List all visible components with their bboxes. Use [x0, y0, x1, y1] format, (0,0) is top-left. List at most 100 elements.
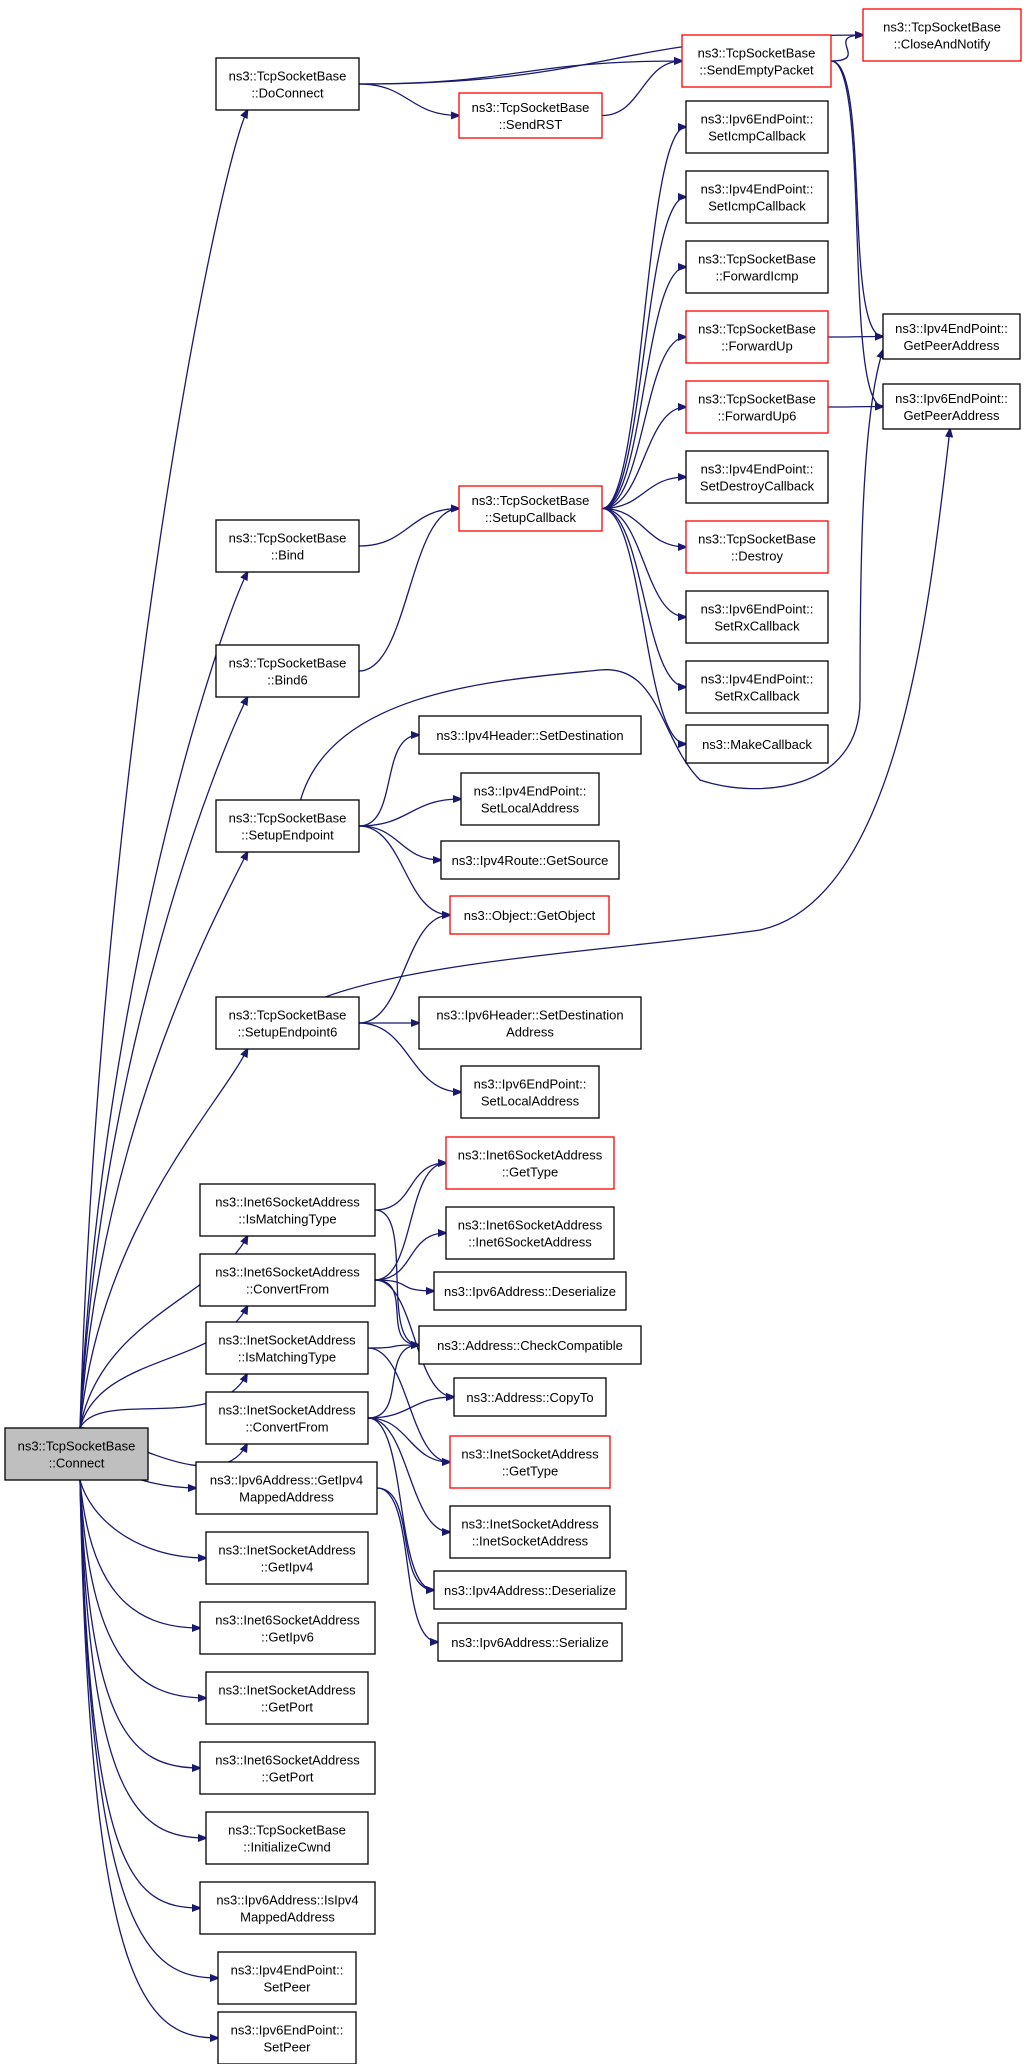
edge-setupendpoint6-to-ipv6ep_getpeer [319, 429, 950, 1000]
node-ipv6ep_getpeer[interactable]: ns3::Ipv6EndPoint::GetPeerAddress [882, 383, 1021, 430]
node-setupendpoint6[interactable]: ns3::TcpSocketBase::SetupEndpoint6 [215, 996, 360, 1050]
node-box [199, 1601, 376, 1655]
node-box [685, 100, 829, 154]
node-addr_checkcompat[interactable]: ns3::Address::CheckCompatible [418, 1325, 642, 1365]
node-box [882, 313, 1021, 360]
node-box [460, 772, 600, 826]
node-box [460, 1065, 600, 1119]
node-ipv6ep_seticmp[interactable]: ns3::Ipv6EndPoint::SetIcmpCallback [685, 100, 829, 154]
node-closeandnotify[interactable]: ns3::TcpSocketBase::CloseAndNotify [862, 8, 1022, 62]
node-box [215, 799, 360, 853]
node-inet_gettype[interactable]: ns3::InetSocketAddress::GetType [449, 1435, 611, 1489]
node-label-line: ns3::Inet6SocketAddress [215, 1265, 360, 1280]
node-label-line: ::Destroy [731, 549, 784, 564]
node-box [685, 240, 829, 294]
node-label-line: ns3::TcpSocketBase [229, 656, 347, 671]
edge-ipv6addr_getipv4mapped-to-ipv6addr_serialize [376, 1487, 438, 1642]
node-label-line: ns3::Ipv6EndPoint:: [231, 2023, 344, 2038]
node-ipv4ep_setpeer[interactable]: ns3::Ipv4EndPoint::SetPeer [217, 1951, 357, 2005]
edge-sendrst-to-sendemptypacket [601, 61, 682, 117]
node-label-line: ::SetupEndpoint6 [238, 1025, 338, 1040]
node-bind[interactable]: ns3::TcpSocketBase::Bind [215, 519, 360, 573]
node-sendemptypacket[interactable]: ns3::TcpSocketBase::SendEmptyPacket [681, 34, 832, 88]
node-ipv4ep_getpeer[interactable]: ns3::Ipv4EndPoint::GetPeerAddress [882, 313, 1021, 360]
node-label-line: ns3::TcpSocketBase [229, 69, 347, 84]
node-box [453, 1377, 607, 1417]
node-label-line: SetRxCallback [714, 689, 800, 704]
node-inet6_convertfrom[interactable]: ns3::Inet6SocketAddress::ConvertFrom [199, 1253, 376, 1307]
node-inet_ismatching[interactable]: ns3::InetSocketAddress::IsMatchingType [205, 1321, 369, 1375]
node-ipv4hdr_setdest[interactable]: ns3::Ipv4Header::SetDestination [418, 715, 642, 755]
edge-doconnect-to-sendrst [358, 83, 459, 116]
edge-inet6_ismatching-to-inet6_gettype [374, 1163, 446, 1211]
node-connect[interactable]: ns3::TcpSocketBase::Connect [4, 1427, 149, 1481]
node-label-line: SetIcmpCallback [708, 129, 806, 144]
node-label-line: ::IsMatchingType [238, 1350, 336, 1365]
node-label-line: ns3::TcpSocketBase [698, 252, 816, 267]
node-label-line: ns3::TcpSocketBase [472, 100, 590, 115]
node-initializecwnd[interactable]: ns3::TcpSocketBase::InitializeCwnd [205, 1811, 369, 1865]
node-inet6_ismatching[interactable]: ns3::Inet6SocketAddress::IsMatchingType [199, 1183, 376, 1237]
edge-connect-to-inet_getport [79, 1479, 206, 1698]
edge-inet6_convertfrom-to-inet6_ctor [374, 1233, 446, 1281]
edge-inet6_convertfrom-to-inet6_gettype [374, 1163, 446, 1281]
node-doconnect[interactable]: ns3::TcpSocketBase::DoConnect [215, 57, 360, 111]
node-box [449, 895, 610, 935]
node-label-line: SetPeer [264, 2040, 312, 2055]
node-ipv4ep_setdestroy[interactable]: ns3::Ipv4EndPoint::SetDestroyCallback [685, 450, 829, 504]
node-label-line: ::GetIpv6 [261, 1630, 314, 1645]
node-label-line: ns3::Ipv6EndPoint:: [895, 391, 1008, 406]
node-forwardicmp[interactable]: ns3::TcpSocketBase::ForwardIcmp [685, 240, 829, 294]
node-forwardup[interactable]: ns3::TcpSocketBase::ForwardUp [685, 310, 829, 364]
node-label-line: ns3::TcpSocketBase [698, 392, 816, 407]
node-label-line: ns3::Ipv6Header::SetDestination [436, 1008, 623, 1023]
node-sendrst[interactable]: ns3::TcpSocketBase::SendRST [458, 92, 603, 139]
node-makecallback[interactable]: ns3::MakeCallback [685, 724, 829, 764]
node-ipv4ep_seticmp[interactable]: ns3::Ipv4EndPoint::SetIcmpCallback [685, 170, 829, 224]
node-inet6_getipv6[interactable]: ns3::Inet6SocketAddress::GetIpv6 [199, 1601, 376, 1655]
node-ipv6ep_setlocal[interactable]: ns3::Ipv6EndPoint::SetLocalAddress [460, 1065, 600, 1119]
node-ipv4ep_setrx[interactable]: ns3::Ipv4EndPoint::SetRxCallback [685, 660, 829, 714]
node-label-line: ns3::Ipv6Address::GetIpv4 [210, 1473, 363, 1488]
node-label-line: ::Connect [49, 1456, 105, 1471]
node-ipv4ep_setlocal[interactable]: ns3::Ipv4EndPoint::SetLocalAddress [460, 772, 600, 826]
edge-inet_convertfrom-to-addr_copyto [367, 1397, 454, 1419]
edge-inet_convertfrom-to-inet_ctor [367, 1417, 450, 1532]
node-addr_copyto[interactable]: ns3::Address::CopyTo [453, 1377, 607, 1417]
node-setupcallback[interactable]: ns3::TcpSocketBase::SetupCallback [458, 485, 603, 532]
node-label-line: ns3::Inet6SocketAddress [215, 1613, 360, 1628]
node-inet_getipv4[interactable]: ns3::InetSocketAddress::GetIpv4 [205, 1531, 369, 1585]
node-label-line: ::SetupEndpoint [241, 828, 334, 843]
node-ipv6ep_setpeer[interactable]: ns3::Ipv6EndPoint::SetPeer [217, 2011, 357, 2064]
node-ipv6addr_deserialize[interactable]: ns3::Ipv6Address::Deserialize [433, 1271, 627, 1311]
node-ipv4addr_deserialize[interactable]: ns3::Ipv4Address::Deserialize [433, 1570, 627, 1610]
node-box [458, 92, 603, 139]
node-inet_ctor[interactable]: ns3::InetSocketAddress::InetSocketAddres… [449, 1505, 611, 1559]
node-box [685, 310, 829, 364]
node-label-line: ns3::TcpSocketBase [698, 532, 816, 547]
node-label-line: ns3::Ipv6Address::Deserialize [444, 1284, 616, 1299]
node-inet6_getport[interactable]: ns3::Inet6SocketAddress::GetPort [199, 1741, 376, 1795]
node-ipv4route_getsource[interactable]: ns3::Ipv4Route::GetSource [440, 840, 620, 880]
node-destroy[interactable]: ns3::TcpSocketBase::Destroy [685, 520, 829, 574]
edge-connect-to-initializecwnd [79, 1479, 206, 1838]
node-label-line: SetLocalAddress [481, 801, 580, 816]
node-inet6_ctor[interactable]: ns3::Inet6SocketAddress::Inet6SocketAddr… [445, 1206, 615, 1260]
node-ipv6ep_setrx[interactable]: ns3::Ipv6EndPoint::SetRxCallback [685, 590, 829, 644]
node-object_getobject[interactable]: ns3::Object::GetObject [449, 895, 610, 935]
node-box [199, 1881, 376, 1935]
node-label-line: ns3::TcpSocketBase [698, 322, 816, 337]
node-inet6_gettype[interactable]: ns3::Inet6SocketAddress::GetType [445, 1136, 615, 1190]
node-ipv6addr_serialize[interactable]: ns3::Ipv6Address::Serialize [437, 1622, 623, 1662]
node-label-line: ns3::TcpSocketBase [229, 811, 347, 826]
node-inet_getport[interactable]: ns3::InetSocketAddress::GetPort [205, 1671, 369, 1725]
node-inet_convertfrom[interactable]: ns3::InetSocketAddress::ConvertFrom [205, 1391, 369, 1445]
node-box [205, 1671, 369, 1725]
node-setupendpoint[interactable]: ns3::TcpSocketBase::SetupEndpoint [215, 799, 360, 853]
node-label-line: MappedAddress [239, 1490, 334, 1505]
node-forwardup6[interactable]: ns3::TcpSocketBase::ForwardUp6 [685, 380, 829, 434]
node-bind6[interactable]: ns3::TcpSocketBase::Bind6 [215, 644, 360, 698]
